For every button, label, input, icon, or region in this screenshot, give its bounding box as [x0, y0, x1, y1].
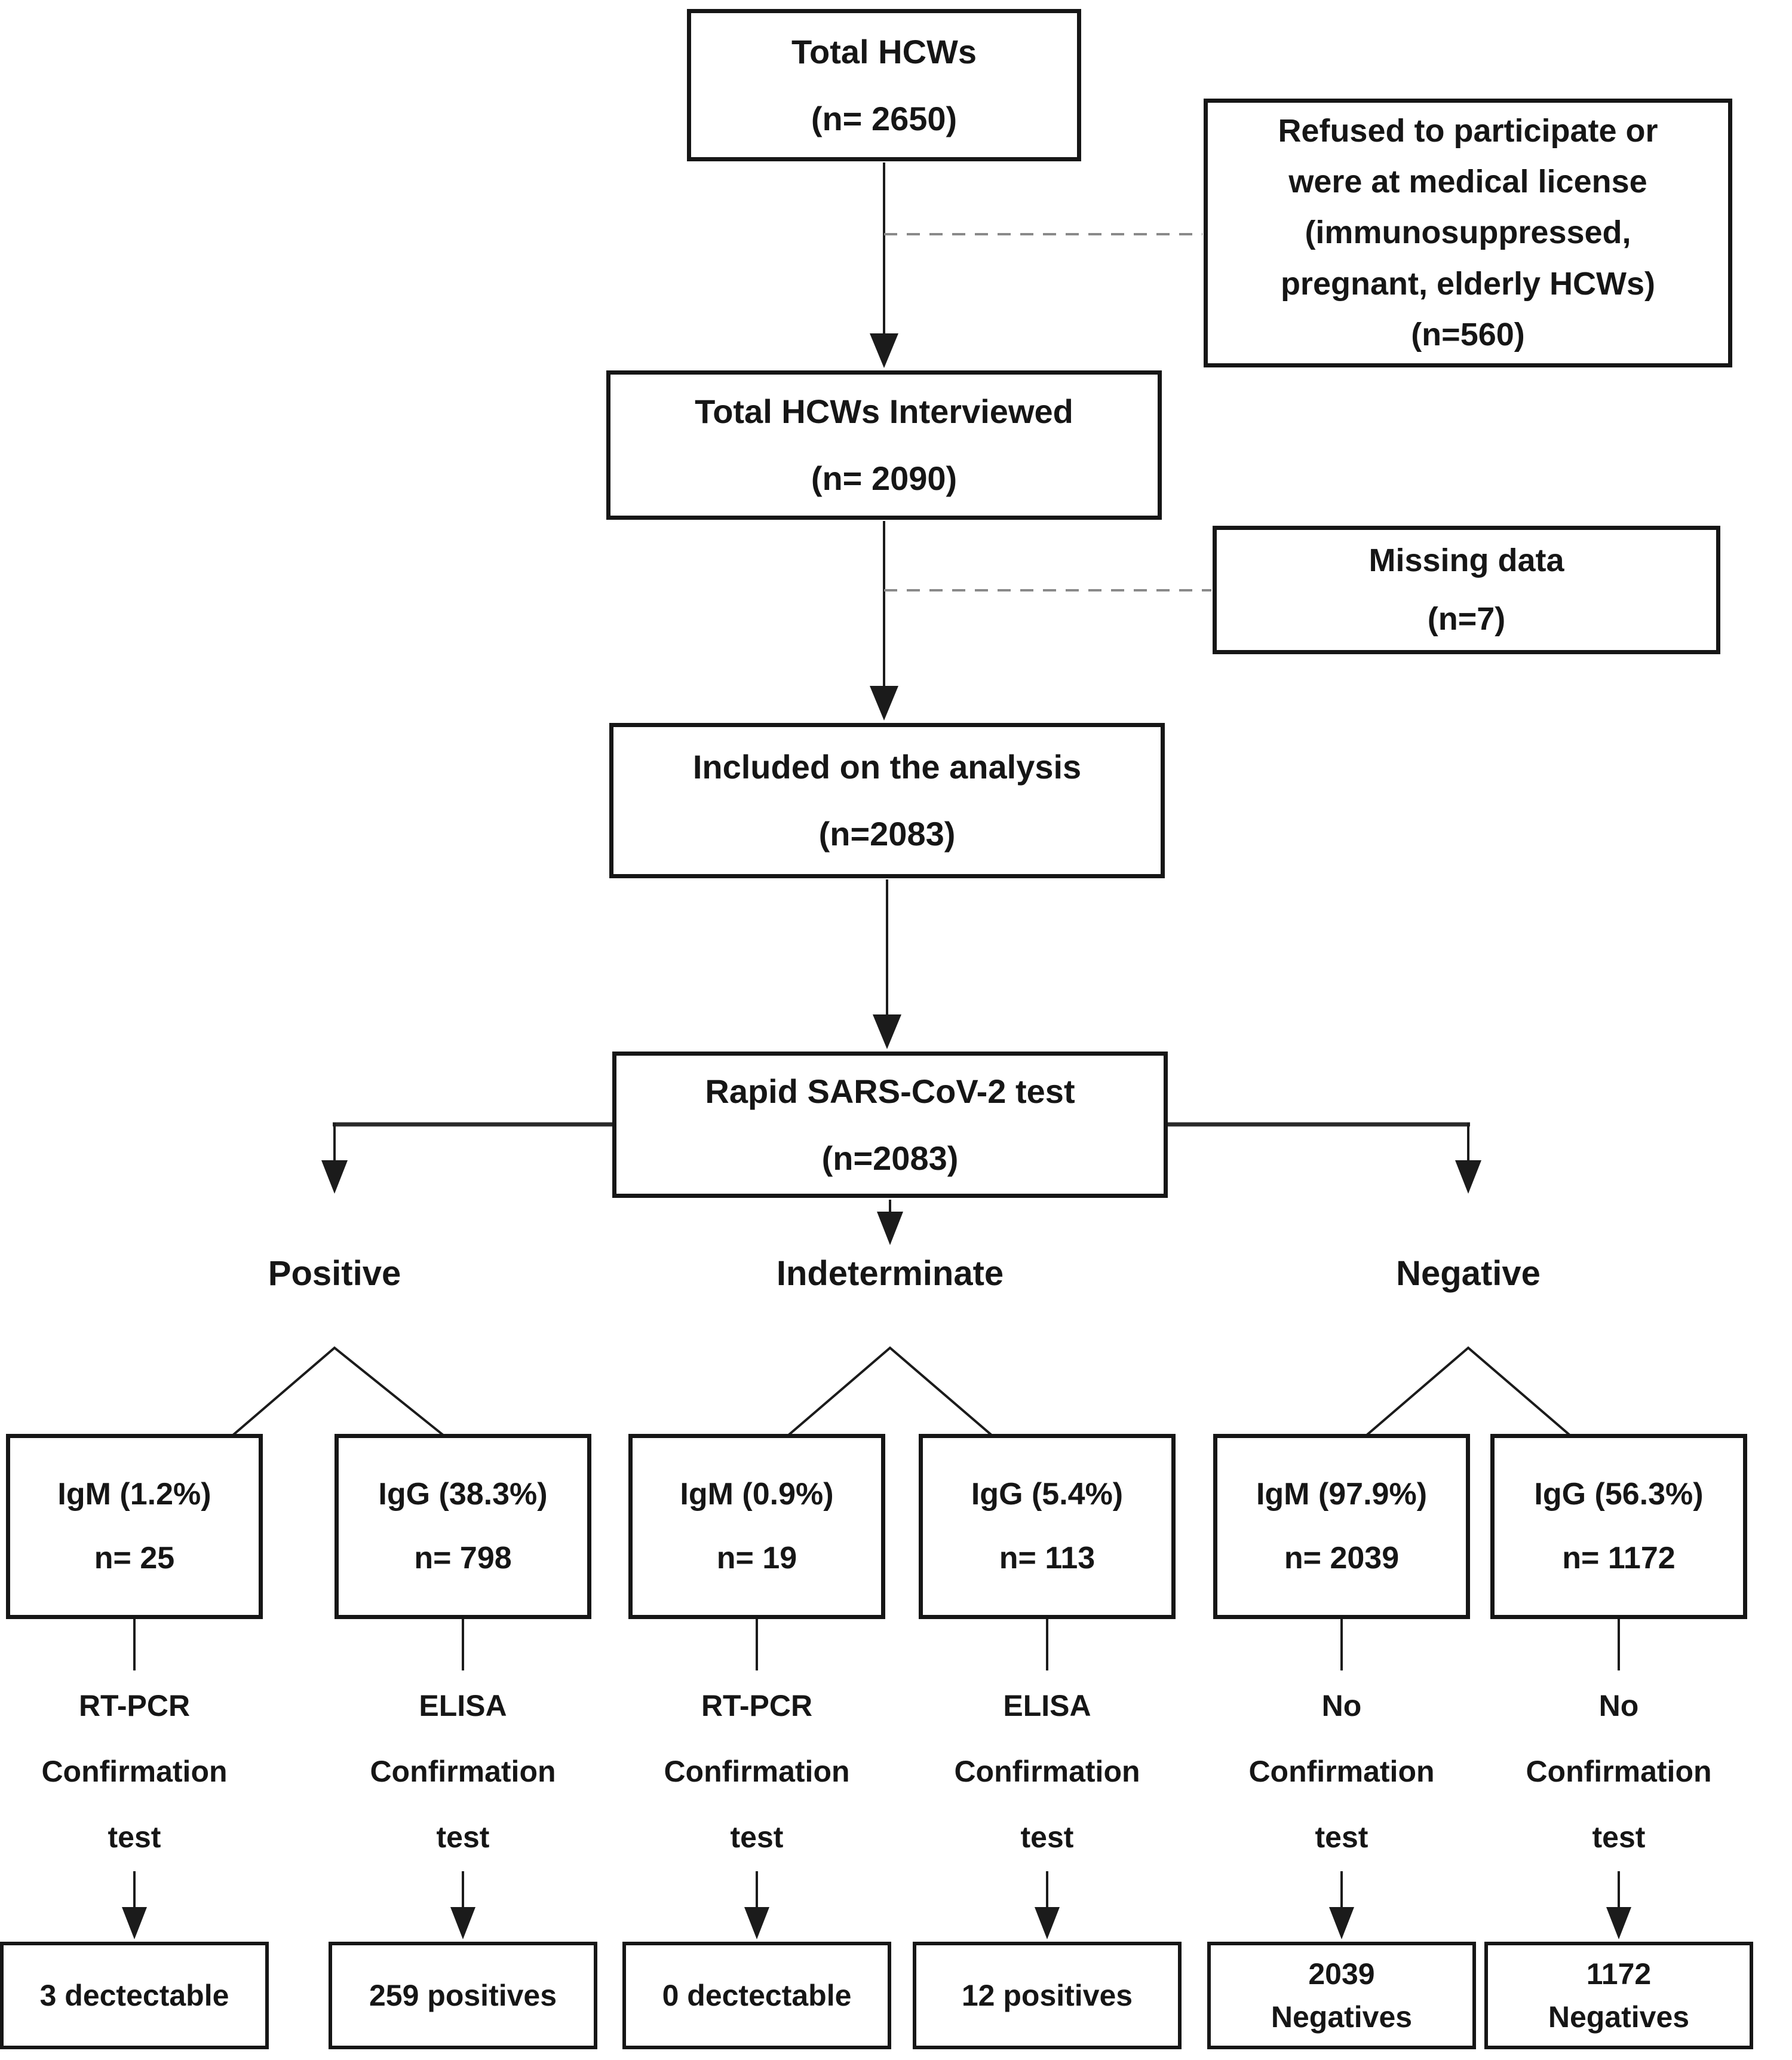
branch-connector-positive: [321, 1122, 614, 1194]
confirmation-negative-igm: No Confirmation test: [1248, 1689, 1435, 1854]
confirmation-positive-igm: RT-PCR Confirmation test: [41, 1689, 228, 1854]
arrow-interviewed-to-included: [870, 521, 898, 721]
result-indeterminate-igg: 12 positives: [913, 1942, 1182, 2049]
node-total-hcws: Total HCWs (n= 2650): [687, 9, 1081, 161]
split-caret-negative: [1366, 1346, 1571, 1436]
confirmation-positive-igg: ELISA Confirmation test: [370, 1689, 556, 1854]
result-indeterminate-igm: 0 dectectable: [622, 1942, 891, 2049]
node-refused-exclusion: Refused to participate or were at medica…: [1204, 99, 1732, 367]
node-indeterminate-igm: IgM (0.9%) n= 19: [628, 1434, 885, 1619]
result-positive-igm: 3 dectectable: [0, 1942, 269, 2049]
result-negative-igm: 2039 Negatives: [1207, 1942, 1476, 2049]
arrow-included-to-rapid-test: [873, 879, 901, 1049]
node-indeterminate-igg: IgG (5.4%) n= 113: [919, 1434, 1176, 1619]
node-missing-data: Missing data (n=7): [1213, 526, 1720, 654]
node-included-analysis: Included on the analysis (n=2083): [609, 723, 1165, 878]
node-rapid-test: Rapid SARS-CoV-2 test (n=2083): [612, 1052, 1168, 1198]
node-total-interviewed: Total HCWs Interviewed (n= 2090): [606, 370, 1162, 520]
confirmation-indeterminate-igg: ELISA Confirmation test: [954, 1689, 1140, 1854]
arrow-total-to-interviewed: [870, 163, 898, 368]
stub-lines-to-confirmation: [133, 1618, 1620, 1670]
split-caret-positive: [232, 1346, 444, 1436]
branch-label-indeterminate: Indeterminate: [776, 1254, 1004, 1293]
arrows-to-results: [122, 1871, 1631, 1939]
confirmation-negative-igg: No Confirmation test: [1526, 1689, 1712, 1854]
branch-label-negative: Negative: [1396, 1254, 1541, 1293]
result-positive-igg: 259 positives: [329, 1942, 597, 2049]
branch-connector-negative: [1166, 1122, 1481, 1194]
node-positive-igg: IgG (38.3%) n= 798: [335, 1434, 591, 1619]
result-negative-igg: 1172 Negatives: [1484, 1942, 1753, 2049]
branch-label-positive: Positive: [268, 1254, 401, 1293]
node-negative-igm: IgM (97.9%) n= 2039: [1213, 1434, 1470, 1619]
node-negative-igg: IgG (56.3%) n= 1172: [1490, 1434, 1747, 1619]
confirmation-indeterminate-igm: RT-PCR Confirmation test: [664, 1689, 850, 1854]
split-caret-indeterminate: [787, 1346, 993, 1436]
node-positive-igm: IgM (1.2%) n= 25: [6, 1434, 263, 1619]
branch-connector-indeterminate: [877, 1200, 903, 1245]
